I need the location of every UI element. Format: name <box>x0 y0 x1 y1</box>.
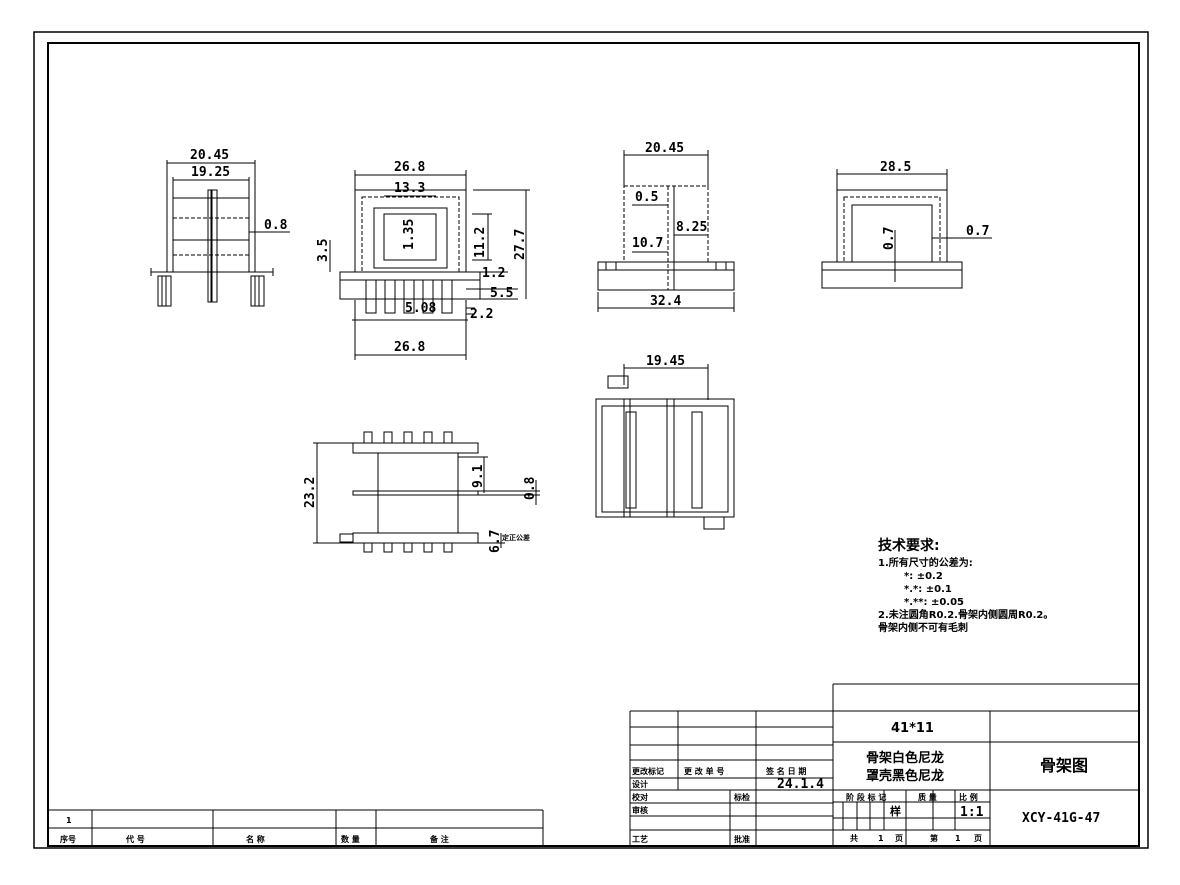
dim-bottom-9-1: 9.1 <box>471 464 486 488</box>
tech-requirements-title: 技术要求: <box>878 538 940 554</box>
pages-total: 1 <box>878 834 884 843</box>
tech-req-line-1: 1.所有尺寸的公差为: <box>878 558 973 569</box>
role-design: 设计 <box>632 779 648 789</box>
dim-front-26-8-top: 26.8 <box>394 160 425 175</box>
sample-mark: 样 <box>890 804 901 818</box>
stage-header-scale: 比 例 <box>959 792 978 802</box>
tech-req-line-5: 2.未注圆角R0.2.骨架内侧圆周R0.2。 <box>878 610 1054 621</box>
dim-mid-10-7: 10.7 <box>632 236 663 251</box>
role-approve: 批准 <box>734 834 750 844</box>
bottom-view-note: 定正公差 <box>502 533 530 542</box>
tech-req-line-6: 骨架内侧不可有毛刺 <box>878 623 968 634</box>
pages-unit-1: 页 <box>895 834 903 843</box>
dim-front-27-7: 27.7 <box>513 229 528 260</box>
title-drawing-name: 骨架图 <box>1040 756 1088 775</box>
dim-front-26-8-bottom: 26.8 <box>394 340 425 355</box>
dim-front-1-2: 1.2 <box>482 266 505 281</box>
dim-mid-20-45: 20.45 <box>645 141 684 156</box>
tech-req-line-3: *.*: ±0.1 <box>904 584 952 595</box>
dim-front-13-3: 13.3 <box>394 181 425 196</box>
stage-header-stage: 阶 段 标 记 <box>846 792 886 802</box>
title-material-line2: 罩壳黑色尼龙 <box>866 768 944 784</box>
view-middle-top <box>597 150 735 312</box>
dim-mid-32-4: 32.4 <box>650 294 681 309</box>
dim-side-20-45: 20.45 <box>190 148 229 163</box>
rev-header-sign-date: 签 名 日 期 <box>765 766 806 776</box>
view-middle-bottom <box>595 364 735 530</box>
view-side-left <box>150 160 290 307</box>
dim-bottom-23-2: 23.2 <box>303 477 318 508</box>
dim-bottom-6-7: 6.7 <box>488 530 503 553</box>
parts-header-remarks: 备 注 <box>429 834 449 844</box>
pages-total-label: 共 <box>850 833 858 843</box>
inner-frame <box>47 42 1140 847</box>
parts-header-qty: 数 量 <box>341 834 360 844</box>
pages-current-label: 第 <box>930 833 938 843</box>
scale-value: 1:1 <box>960 805 984 820</box>
tech-req-line-4: *.**: ±0.05 <box>904 597 965 608</box>
rev-header-mark: 更改标记 <box>632 766 664 776</box>
pages-current: 1 <box>955 834 961 843</box>
dim-right-28-5: 28.5 <box>880 160 911 175</box>
dim-mid-0-5: 0.5 <box>635 190 658 205</box>
title-material-line1: 骨架白色尼龙 <box>866 750 944 766</box>
design-date: 24.1.4 <box>777 777 824 792</box>
dim-front-1-35: 1.35 <box>402 219 417 250</box>
pages-unit-2: 页 <box>974 834 982 843</box>
view-right <box>821 169 992 289</box>
dim-side-0-8: 0.8 <box>264 218 288 233</box>
role-standard-check: 标检 <box>733 792 750 802</box>
dim-mid-8-25: 8.25 <box>676 220 707 235</box>
role-review: 审核 <box>632 805 648 815</box>
view-bottom <box>313 431 540 553</box>
dim-right-0-7-vert: 0.7 <box>882 227 897 250</box>
parts-row-number: 1 <box>66 816 72 825</box>
parts-header-code: 代 号 <box>125 834 145 844</box>
dim-front-5-5: 5.5 <box>490 286 513 301</box>
tech-req-line-2: *: ±0.2 <box>904 571 943 582</box>
rev-header-number: 更 改 单 号 <box>684 766 724 776</box>
dim-midbottom-19-45: 19.45 <box>646 354 685 369</box>
outer-frame <box>33 31 1149 849</box>
dim-front-11-2: 11.2 <box>473 227 488 258</box>
dim-front-3-5: 3.5 <box>316 239 331 262</box>
title-drawing-no: XCY-41G-47 <box>1022 811 1100 826</box>
parts-header-name: 名 称 <box>246 834 265 844</box>
title-model: 41*11 <box>891 721 934 736</box>
tech-requirements: 技术要求: 1.所有尺寸的公差为: *: ±0.2 *.*: ±0.1 *.**… <box>878 535 1108 635</box>
stage-header-quality: 质 量 <box>918 792 937 802</box>
dim-front-2-2: 2.2 <box>470 307 493 322</box>
view-front <box>329 170 530 360</box>
dim-front-5-08: 5.08 <box>405 301 436 316</box>
parts-header-index: 序号 <box>60 834 76 844</box>
role-process: 工艺 <box>632 834 648 844</box>
title-block-lines <box>48 683 1139 846</box>
dim-right-0-7: 0.7 <box>966 224 989 239</box>
dim-side-19-25: 19.25 <box>191 165 230 180</box>
role-check: 校对 <box>632 792 648 802</box>
dim-bottom-0-8: 0.8 <box>523 476 538 500</box>
